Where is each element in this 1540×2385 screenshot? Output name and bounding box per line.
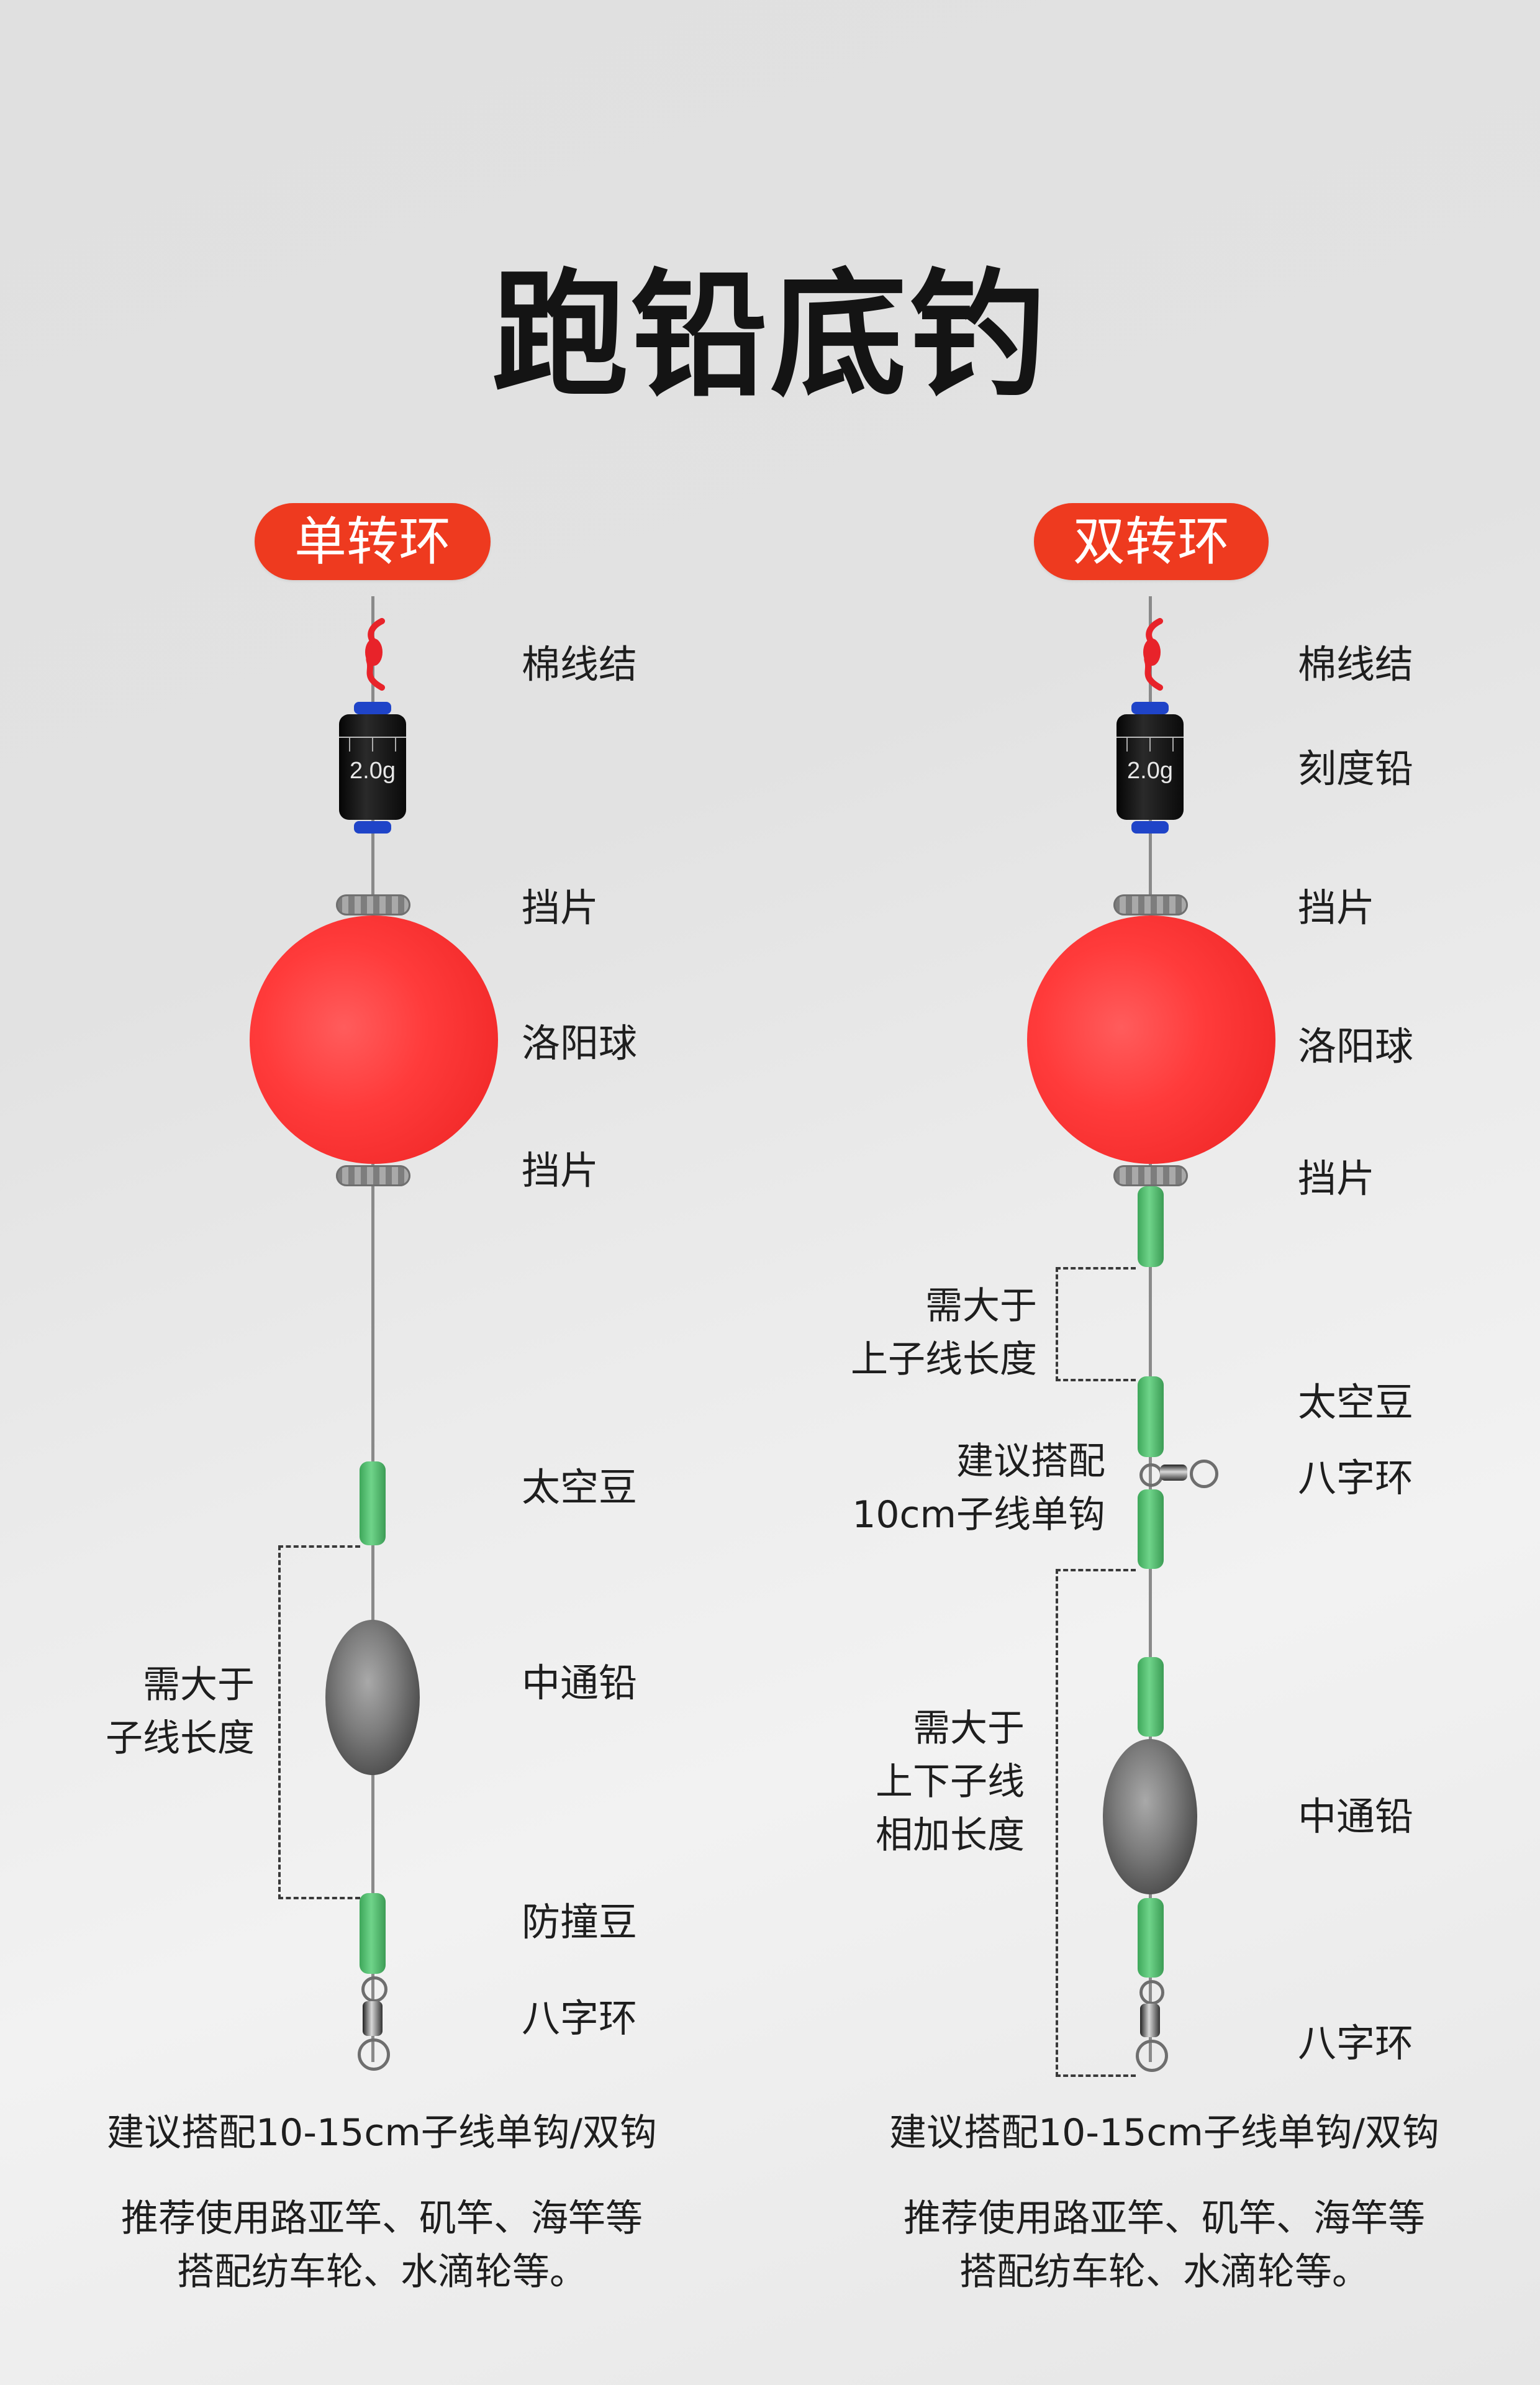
weight-cap-top [354,702,391,714]
label-bumper-bean: 防撞豆 [522,1899,638,1945]
recommend-hook: 建议搭配10-15cm子线单钩/双钩 [889,2111,1439,2155]
swivel-ring-top [361,1976,387,2002]
label-luoyang-ball: 洛阳球 [522,1020,638,1066]
recommend-rod: 推荐使用路亚竿、矶竿、海竿等 [121,2197,643,2240]
space-bean-sinker-top [1138,1657,1164,1737]
note-length: 需大于 子线长度 [106,1663,255,1760]
swivel-barrel [1140,2004,1160,2037]
label-space-bean: 太空豆 [522,1465,638,1510]
scale-sinker: 2.0g [1116,714,1184,820]
length-bracket [278,1545,360,1899]
lower-length-bracket [1056,1569,1136,2077]
label-scale-sinker: 刻度铅 [1298,746,1414,791]
bumper-bean [360,1893,386,1974]
swivel-barrel [363,2001,383,2036]
stopper-bottom [336,1165,410,1186]
swivel-ring-right [1190,1460,1218,1488]
swivel-ring-bottom [358,2038,390,2071]
bumper-bean [1138,1898,1164,1978]
main-line [1149,596,1152,2062]
page-title: 跑铅底钓 [491,256,1048,415]
center-sinker [1103,1739,1197,1894]
stopper-top [336,894,410,915]
double-swivel-badge: 双转环 [1034,503,1269,580]
recommend-reel: 搭配纺车轮、水滴轮等。 [959,2250,1369,2294]
center-sinker [325,1620,420,1775]
luoyang-ball [1027,915,1275,1164]
label-swivel-bottom: 八字环 [1298,2020,1414,2066]
note-lower-length: 需大于 上下子线 相加长度 [876,1707,1025,1857]
luoyang-ball [250,915,498,1164]
swivel-ring-top [1139,1980,1164,2005]
note-upper-length: 需大于 上子线长度 [851,1284,1037,1381]
recommend-rod: 推荐使用路亚竿、矶竿、海竿等 [904,2197,1425,2240]
space-bean [360,1461,386,1545]
space-bean-lower [1138,1489,1164,1569]
upper-length-bracket [1056,1267,1136,1381]
space-bean-upper [1138,1186,1164,1267]
label-swivel: 八字环 [522,1996,638,2041]
single-swivel-badge: 单转环 [255,503,491,580]
weight-cap-top [1131,702,1169,714]
stopper-top [1113,894,1188,915]
weight-cap-bottom [354,821,391,834]
weight-cap-bottom [1131,821,1169,834]
swivel-barrel [1160,1465,1187,1481]
stopper-bottom [1113,1165,1188,1186]
label-center-sinker: 中通铅 [1298,1794,1414,1839]
main-line [371,596,374,2062]
weight-value: 2.0g [1127,758,1173,784]
label-center-sinker: 中通铅 [522,1660,638,1706]
note-hook-suggestion: 建议搭配 10cm子线单钩 [852,1440,1105,1537]
label-cotton-knot: 棉线结 [522,642,638,687]
weight-value: 2.0g [350,758,396,784]
space-bean [1138,1376,1164,1457]
label-stopper-bottom: 挡片 [1298,1156,1375,1201]
recommend-reel: 搭配纺车轮、水滴轮等。 [177,2250,587,2294]
label-stopper-top: 挡片 [522,885,599,930]
swivel-ring-bottom [1136,2040,1168,2072]
label-swivel-mid: 八字环 [1298,1455,1414,1501]
label-luoyang-ball: 洛阳球 [1298,1024,1414,1069]
scale-sinker: 2.0g [339,714,406,820]
label-stopper-bottom: 挡片 [522,1148,599,1193]
label-space-bean: 太空豆 [1298,1379,1414,1425]
label-cotton-knot: 棉线结 [1298,642,1414,687]
label-stopper-top: 挡片 [1298,885,1375,930]
cotton-knot-icon [365,618,385,691]
recommend-hook: 建议搭配10-15cm子线单钩/双钩 [107,2111,657,2155]
cotton-knot-icon [1143,618,1163,691]
